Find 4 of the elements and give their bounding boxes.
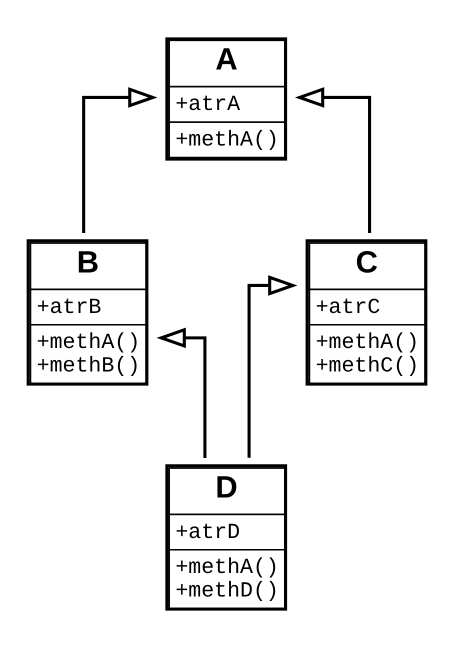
arrow	[82, 87, 158, 233]
arrow	[156, 328, 206, 458]
arrow	[248, 275, 298, 458]
arrow	[294, 87, 372, 233]
